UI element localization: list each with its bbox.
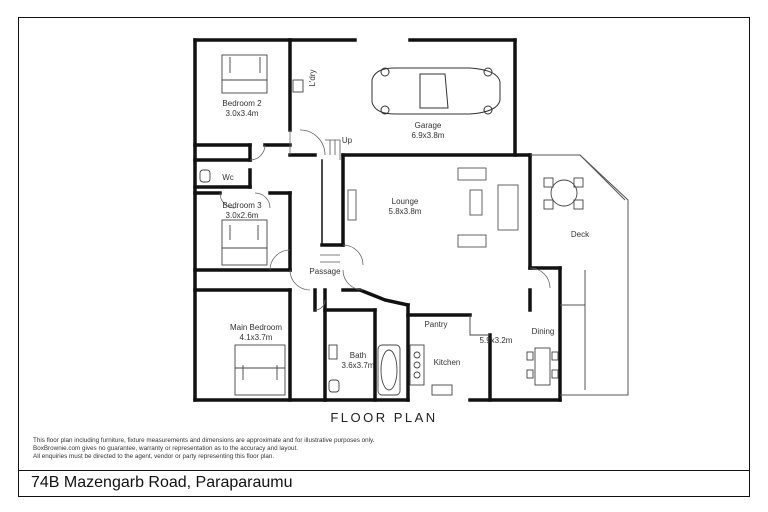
room-label: Dining <box>532 327 555 336</box>
room-label: Wc <box>222 173 234 182</box>
stairs-icon <box>320 139 341 263</box>
deck-outline <box>530 154 629 396</box>
kitchen-dining-dims: 5.9x3.2m <box>480 336 513 345</box>
room-dims: 3.6x3.7m <box>342 361 375 370</box>
bed-icon <box>221 54 286 396</box>
room-label: Main Bedroom <box>230 323 282 332</box>
disclaimer: This floor plan including furniture, fix… <box>33 437 375 462</box>
room-label: Deck <box>571 230 590 239</box>
room-label: Passage <box>309 267 341 276</box>
room-label: Bedroom 3 <box>222 201 262 210</box>
room-label: Garage <box>415 121 442 130</box>
room-dims: 4.1x3.7m <box>240 333 273 342</box>
walls <box>193 38 562 402</box>
room-label: Pantry <box>424 320 447 329</box>
room-label: Up <box>342 136 353 145</box>
room-dims: 6.9x3.8m <box>412 131 445 140</box>
deck-table-icon <box>543 177 584 210</box>
room-label: Lounge <box>392 197 419 206</box>
kitchen-icon <box>409 315 490 396</box>
plan-title: FLOOR PLAN <box>330 410 438 425</box>
room-label: Bedroom 2 <box>222 99 262 108</box>
car-icon <box>371 67 501 115</box>
lounge-furniture <box>347 167 519 248</box>
room-dims: 5.8x3.8m <box>389 207 422 216</box>
property-address: 74B Mazengarb Road, Paraparaumu <box>31 474 293 491</box>
disclaimer-line: All enquiries must be directed to the ag… <box>33 453 275 461</box>
bath-icon <box>199 79 401 396</box>
disclaimer-line: BoxBrownie.com gives no guarantee, warra… <box>33 445 298 453</box>
room-dims: 3.0x3.4m <box>226 109 259 118</box>
address-bar: 74B Mazengarb Road, Paraparaumu <box>18 470 750 497</box>
dining-table-icon <box>526 347 559 386</box>
room-dims: 3.0x2.6m <box>226 211 259 220</box>
door-swings <box>219 129 551 311</box>
page-frame <box>18 17 750 497</box>
disclaimer-line: This floor plan including furniture, fix… <box>33 437 375 444</box>
room-label: Kitchen <box>434 358 461 367</box>
room-label: L'dry <box>308 69 317 86</box>
room-label: Bath <box>350 351 366 360</box>
